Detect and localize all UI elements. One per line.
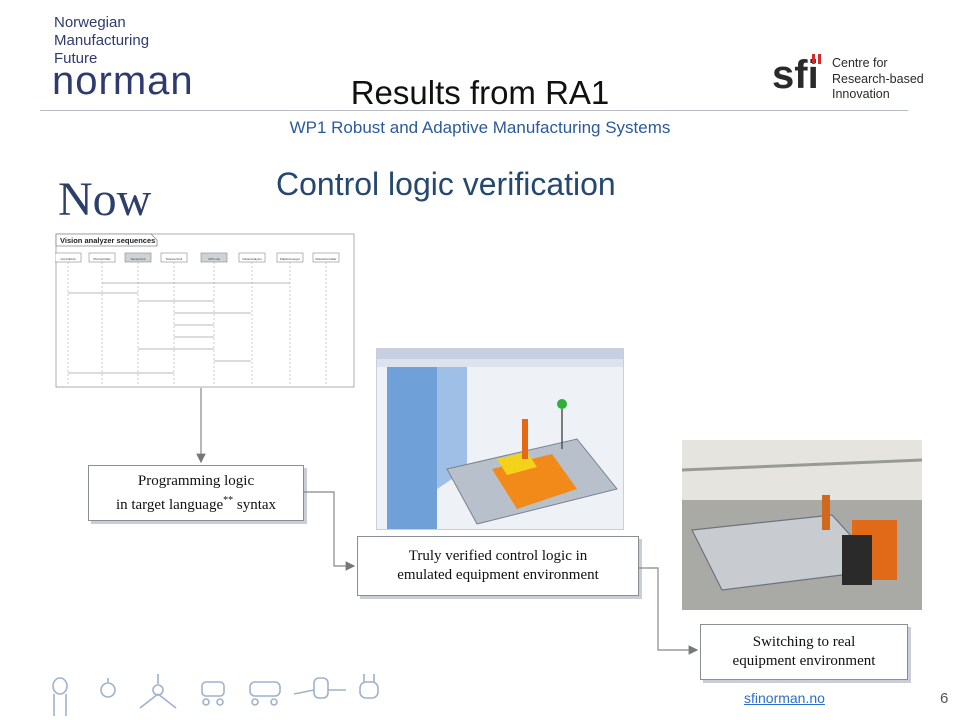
box2-line-2: emulated equipment environment (397, 567, 599, 583)
real-equipment-photo-image (682, 440, 922, 610)
header-divider (40, 110, 908, 111)
footer-decoration (52, 674, 379, 716)
logo-line-2: Manufacturing (54, 32, 150, 49)
diagram-title-tab (55, 233, 158, 247)
website-link[interactable]: sfinorman.no (744, 690, 825, 706)
participant-label: PlcController (93, 257, 110, 261)
now-label: Now (58, 173, 152, 226)
sfi-text: Centre for Research-based Innovation (832, 56, 924, 103)
sim-toolbar (377, 359, 623, 367)
page-number: 6 (940, 690, 949, 707)
vehicle-icon (249, 681, 281, 706)
norman-logo: norman (52, 62, 194, 102)
sequence-diagram: Vision analyzer sequences ControlUnit Plc… (55, 233, 355, 388)
box1-line-2-text: in target language (115, 496, 224, 513)
participant-label: OPC-UA (208, 257, 220, 261)
cart-icon (201, 681, 225, 706)
logo-text: Norwegian Manufacturing Future (54, 14, 214, 68)
verified-logic-box: Truly verified control logic in emulated… (357, 536, 639, 596)
box2-line-1: Truly verified control logic in (408, 548, 588, 564)
logo-line-1: Norwegian (54, 14, 126, 31)
sfi-line-3: Innovation (832, 87, 890, 101)
sfi-line-1: Centre for (832, 56, 888, 70)
diagram-title: Vision analyzer sequences (60, 236, 155, 245)
participant-label: ScannerUnit (166, 257, 183, 261)
programming-logic-box: Programming logic in target language** s… (88, 465, 304, 521)
photo-ceiling (682, 440, 922, 500)
sim-robot-arm (522, 419, 528, 459)
sim-wall-blue (387, 367, 437, 529)
photo-beam (682, 458, 922, 472)
photo-dark-cart (842, 535, 872, 585)
box3-line-2: equipment environment (732, 653, 876, 669)
conveyor-icon (293, 677, 346, 699)
slide-heading: Control logic verification (276, 166, 616, 202)
gear-icon (100, 678, 116, 698)
box1-line-2: in target language** syntax (89, 491, 303, 515)
sim-green-marker (557, 399, 567, 409)
arrow-box1-to-box2 (303, 491, 356, 571)
sfi-mark: sfi (772, 53, 819, 97)
sfi-accent-1 (812, 54, 815, 64)
sim-menubar (377, 349, 623, 359)
real-equipment-box: Switching to real equipment environment (700, 624, 908, 680)
norman-wordmark: norman (52, 62, 194, 102)
box3-line-1: Switching to real (752, 634, 856, 650)
sfi-logo: sfi (772, 53, 821, 97)
participant-label: PalletConveyor (280, 257, 300, 261)
participant-label: RobotController (315, 257, 336, 261)
slide-title: Results from RA1 (350, 74, 610, 111)
sfi-accent-2 (818, 54, 821, 64)
box1-superscript: ** (223, 494, 234, 506)
slide-subtitle: WP1 Robust and Adaptive Manufacturing Sy… (289, 118, 671, 137)
box1-line-2-suffix: syntax (233, 496, 277, 513)
logo-line-3: Future (54, 50, 98, 67)
participant-label: ControlUnit (60, 257, 75, 261)
diagram-content: ControlUnit PlcController SensorUnit Scanne… (55, 252, 340, 385)
sim-wall-light (437, 367, 467, 489)
bag-icon (359, 674, 379, 699)
photo-robot (822, 495, 830, 530)
sfi-line-2: Research-based (832, 71, 924, 86)
emulation-screenshot-image (376, 348, 624, 530)
participant-label: SensorUnit (131, 257, 146, 261)
robot-arm-icon (139, 674, 177, 709)
participant-label: VisionAnalyzer (242, 257, 262, 261)
person-icon (52, 677, 68, 716)
box1-line-1: Programming logic (137, 472, 255, 489)
